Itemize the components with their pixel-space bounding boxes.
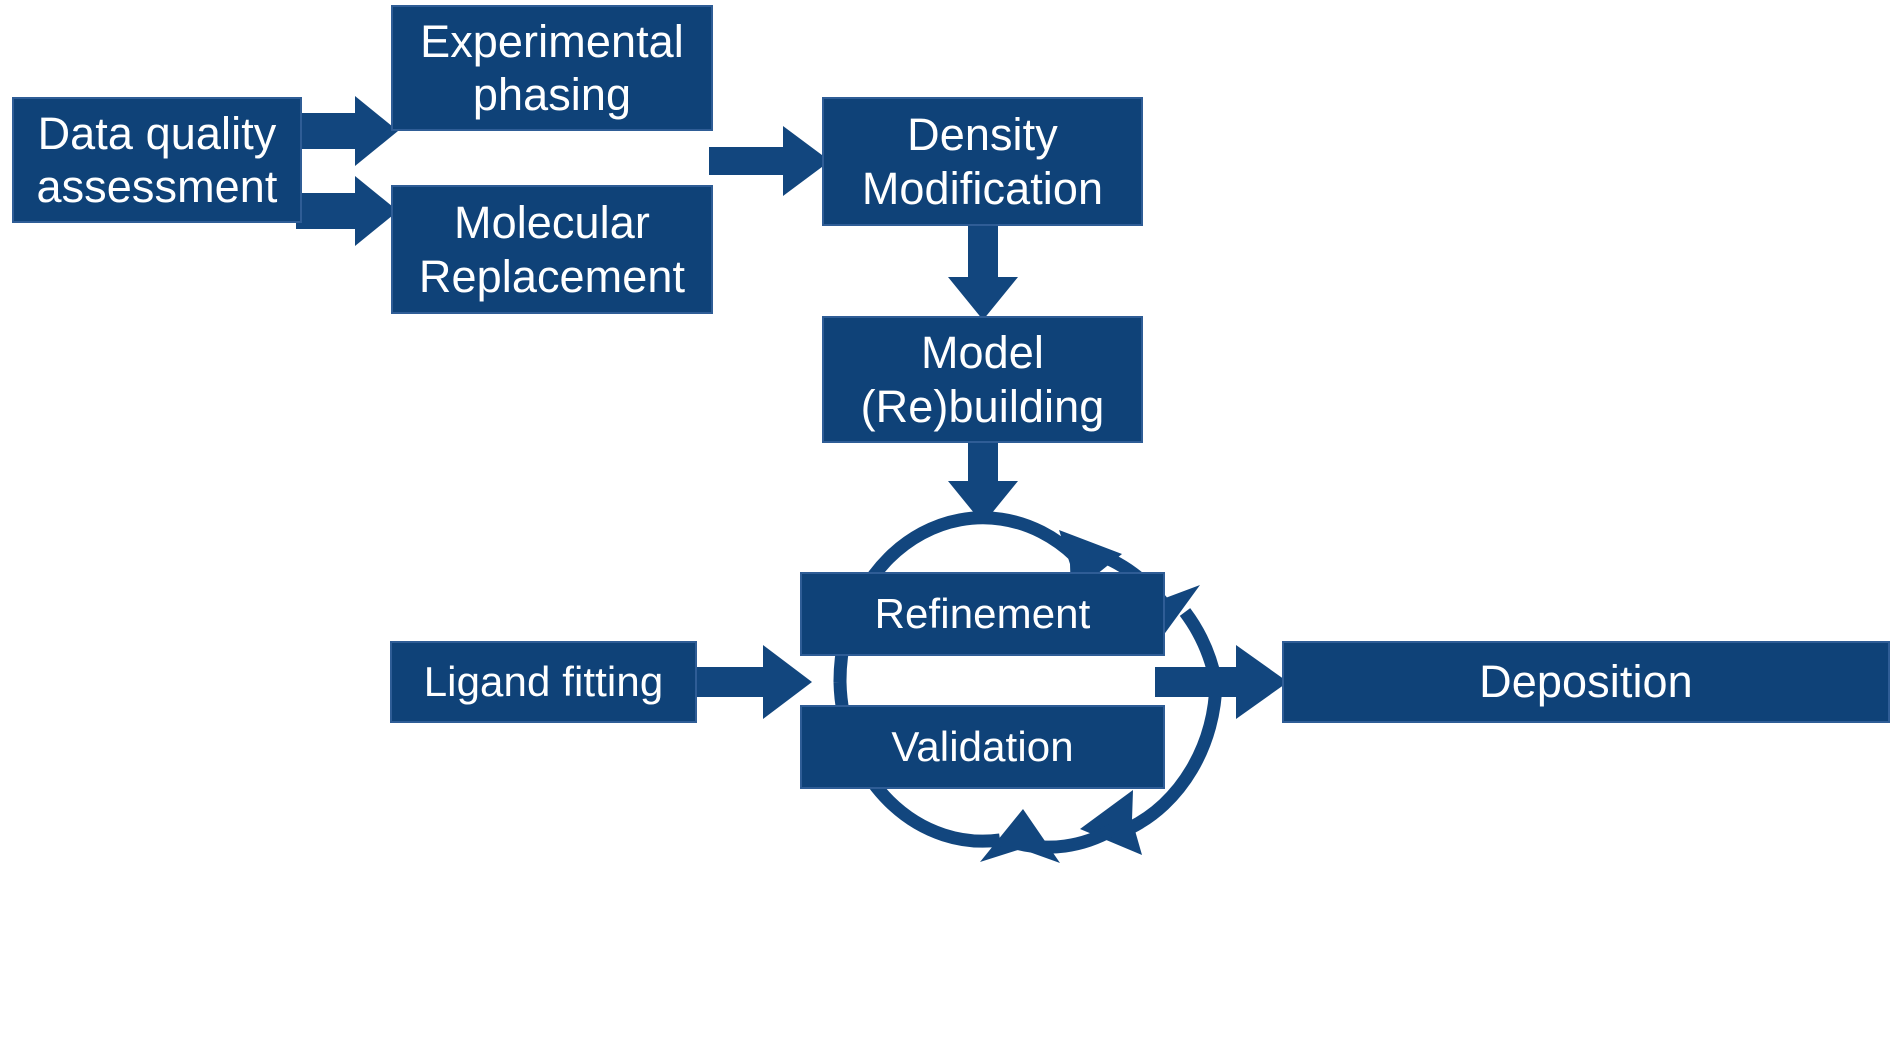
edge-data-quality-to-experimental-phasing (296, 96, 398, 166)
node-label: Density Modification (861, 109, 1104, 214)
node-label: Data quality assessment (36, 107, 278, 212)
node-ligand-fitting[interactable]: Ligand fitting (390, 641, 697, 723)
node-label: Experimental phasing (420, 15, 684, 120)
node-deposition[interactable]: Deposition (1282, 641, 1890, 723)
node-density-modification[interactable]: Density Modification (822, 97, 1143, 226)
node-label: Refinement (874, 590, 1091, 638)
node-label: Model (Re)building (860, 327, 1105, 432)
node-label: Validation (891, 723, 1074, 771)
edge-data-quality-to-molecular-replacement (296, 176, 398, 246)
node-label: Ligand fitting (423, 658, 664, 706)
edge-cycle-to-deposition (1155, 645, 1288, 719)
edge-density-modification-to-model-rebuilding (948, 222, 1018, 320)
node-data-quality-assessment[interactable]: Data quality assessment (12, 97, 302, 223)
edge-model-rebuilding-to-cycle (948, 440, 1018, 524)
node-experimental-phasing[interactable]: Experimental phasing (391, 5, 713, 131)
node-refinement[interactable]: Refinement (800, 572, 1165, 656)
node-label: Deposition (1479, 656, 1693, 708)
node-label: Molecular Replacement (418, 197, 686, 302)
node-model-rebuilding[interactable]: Model (Re)building (822, 316, 1143, 443)
edge-phasing-to-density-modification (709, 126, 830, 196)
node-molecular-replacement[interactable]: Molecular Replacement (391, 185, 713, 314)
node-validation[interactable]: Validation (800, 705, 1165, 789)
edge-ligand-fitting-to-cycle (693, 645, 812, 719)
